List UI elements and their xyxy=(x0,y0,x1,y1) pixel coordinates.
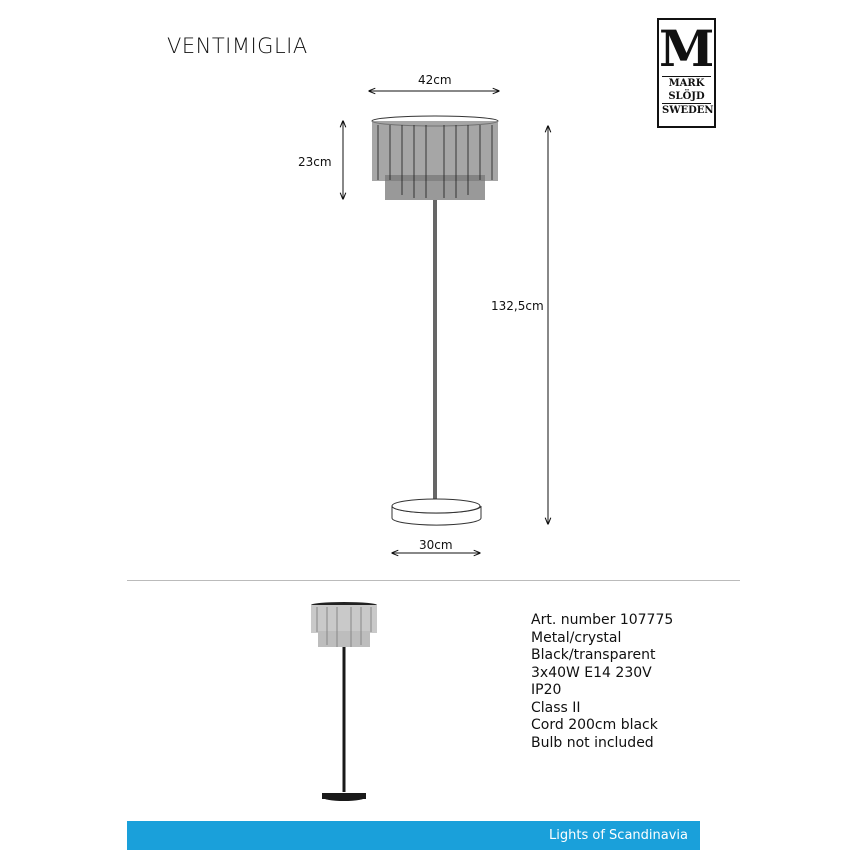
logo-line: MARK xyxy=(662,76,711,90)
dimension-drawing xyxy=(0,0,868,600)
product-title: VENTIMIGLIA xyxy=(167,34,308,58)
spec-item: Cord 200cm black xyxy=(531,717,658,733)
product-photo xyxy=(311,602,377,801)
logo-letter: M xyxy=(659,19,715,78)
base-width-label: 30cm xyxy=(419,538,453,552)
shade-height-label: 23cm xyxy=(298,155,332,169)
spec-item: Bulb not included xyxy=(531,734,654,751)
spec-item: Art. number 107775 xyxy=(531,612,674,628)
height-label: 132,5cm xyxy=(491,299,544,313)
width-label: 42cm xyxy=(418,73,452,87)
spec-list: Art. number 107775 Metal/crystal Black/t… xyxy=(531,612,673,752)
spec-item: IP20 xyxy=(531,682,562,698)
spec-item: 3x40W E14 230V xyxy=(531,664,652,681)
footer-bar: Lights of Scandinavia xyxy=(127,821,700,850)
footer-tagline: Lights of Scandinavia xyxy=(549,828,688,843)
divider xyxy=(127,580,740,581)
lamp-line-drawing xyxy=(371,115,499,526)
spec-item: Black/transparent xyxy=(531,647,656,663)
spec-item: Metal/crystal xyxy=(531,629,622,646)
spec-item: Class II xyxy=(531,699,581,716)
brand-logo: M MARK SLÖJD SWEDEN xyxy=(657,18,716,128)
logo-line: SWEDEN xyxy=(662,103,714,116)
logo-line: SLÖJD xyxy=(668,91,705,102)
